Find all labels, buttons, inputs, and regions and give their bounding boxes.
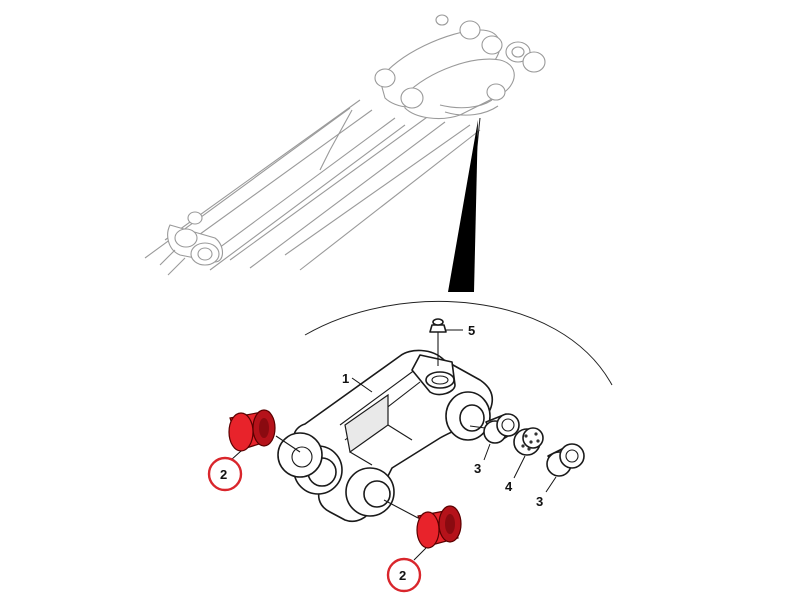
detail-pointer	[448, 117, 481, 292]
svg-text:2: 2	[220, 467, 227, 482]
grease-nipple-part	[429, 318, 447, 366]
svg-text:4: 4	[505, 479, 513, 494]
bearing-part	[513, 427, 544, 456]
spacer-right-part	[546, 443, 585, 477]
callout-2-left: 2	[207, 450, 243, 492]
callout-5: 5	[446, 323, 475, 338]
svg-text:3: 3	[536, 494, 543, 509]
callout-2-bottom: 2	[386, 547, 427, 593]
bushing-bottom-part	[383, 499, 462, 549]
svg-text:3: 3	[474, 461, 481, 476]
callout-4: 4	[505, 455, 526, 494]
callout-1: 1	[342, 371, 373, 393]
bushing-left-part	[228, 409, 301, 453]
svg-text:2: 2	[399, 568, 406, 583]
detail-circle-arc	[304, 300, 613, 386]
callout-3-left: 3	[474, 443, 491, 476]
spacer-left-part	[469, 413, 520, 444]
link-arm-part	[277, 349, 494, 523]
svg-text:5: 5	[468, 323, 475, 338]
svg-text:1: 1	[342, 371, 349, 386]
overview-boom-assembly	[144, 14, 546, 276]
callout-3-right: 3	[536, 476, 557, 509]
